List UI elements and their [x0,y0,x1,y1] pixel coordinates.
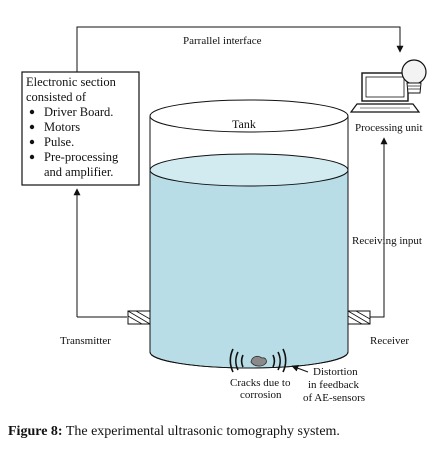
electronic-box-item-3: Pulse. [44,135,74,149]
receiver-connector [370,137,388,318]
caption-label: Figure 8: [8,424,63,439]
tank [149,99,349,369]
tank-label: Tank [232,117,256,131]
receiver-label: Receiver [370,335,409,347]
receiving-input-label: Receiving input [352,235,422,247]
crack-icon [229,348,287,373]
bullet-icon [29,109,35,115]
tank-bottom-edge [149,351,349,369]
figure-caption: Figure 8: The experimental ultrasonic to… [8,424,438,440]
transmitter-transducer [127,310,151,325]
transmitter-label: Transmitter [60,335,111,347]
parallel-interface-line [76,26,404,72]
receiver-transducer [347,310,371,325]
cracks-label-1: Cracks due to [230,377,291,389]
lamp-icon [401,59,427,94]
cracks-label-2: corrosion [240,389,282,401]
computer-icon [349,72,421,113]
electronic-box-continuation: and amplifier. [44,165,113,179]
water-surface [149,153,349,187]
caption-text: The experimental ultrasonic tomography s… [62,424,340,439]
distortion-label-2: in feedback [308,379,359,391]
electronic-box-title-1: Electronic section [26,75,117,89]
bullet-icon [29,139,35,145]
electronic-box-item-2: Motors [44,120,80,134]
electronic-box-title-2: consisted of [26,90,87,104]
electronic-section-box [21,71,140,186]
processing-unit-label: Processing unit [355,122,423,134]
tank-water-body [150,170,348,352]
distortion-label-1: Distortion [313,366,358,378]
bullet-icon [29,154,35,160]
bullet-icon [29,124,35,130]
electronic-box-item-4: Pre-processing [44,150,119,164]
distortion-pointer [291,364,309,373]
parallel-interface-label: Parrallel interface [183,35,262,47]
electronic-box-item-1: Driver Board. [44,105,113,119]
distortion-label-3: of AE-sensors [303,392,365,404]
